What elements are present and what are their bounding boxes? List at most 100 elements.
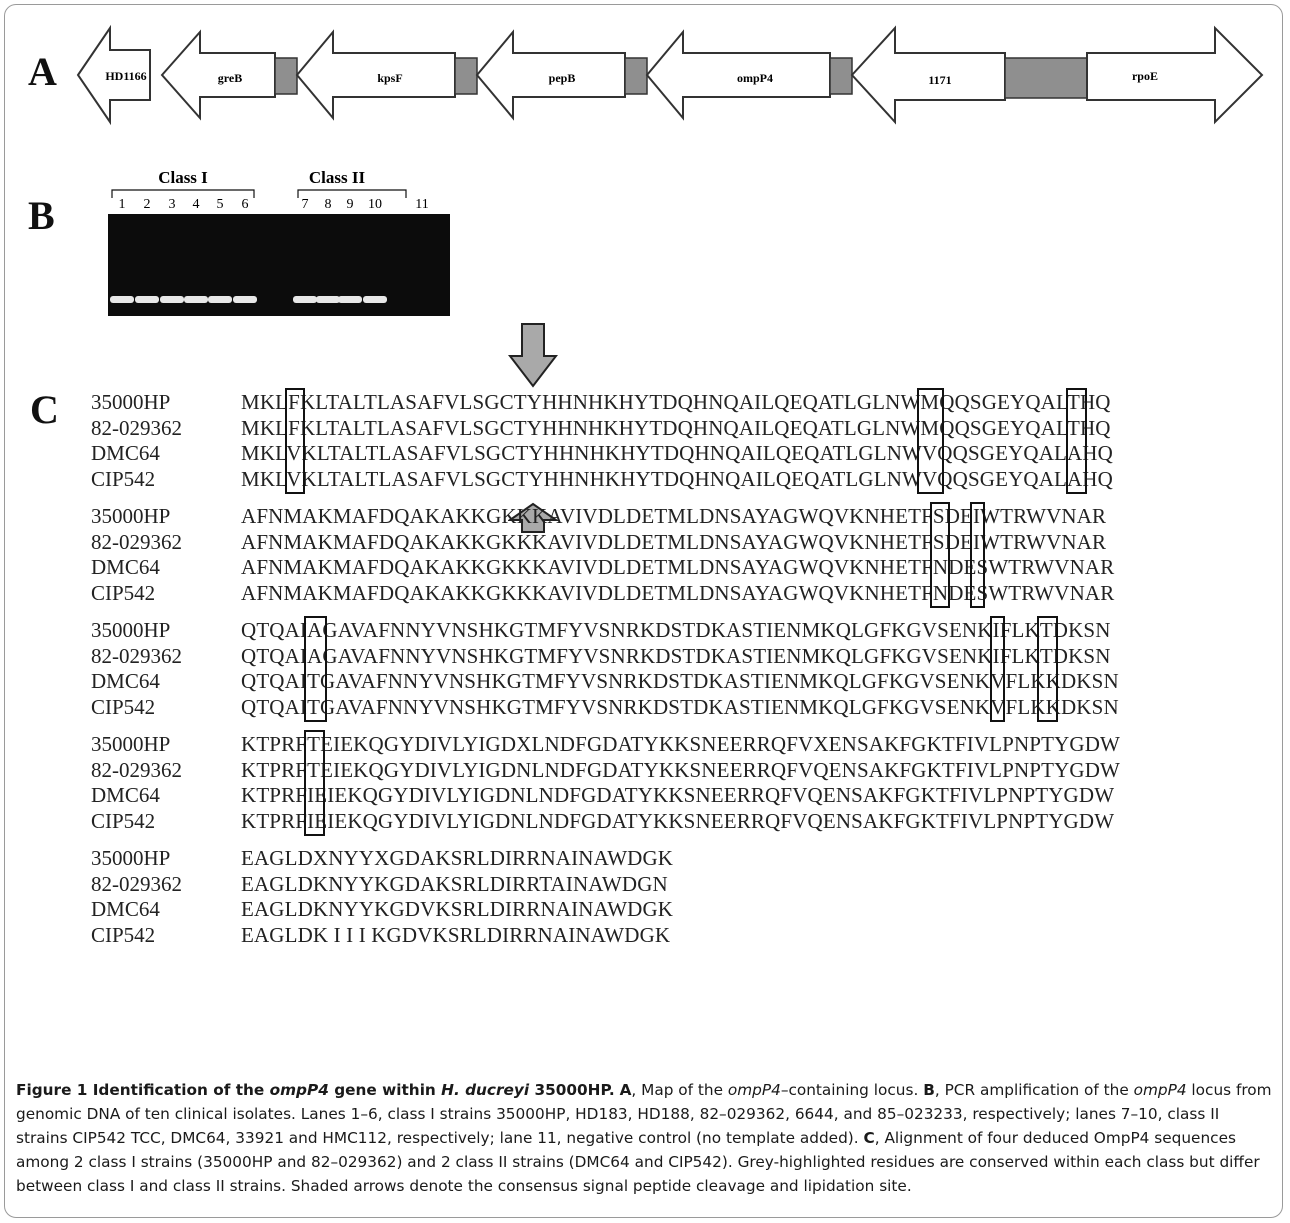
alignment-block: 35000HP MKLFKLTALTLASAFVLSGCTYHHNHKHYTDQH…: [91, 388, 1120, 494]
intergenic-region: [1004, 57, 1088, 99]
lane-number: 11: [415, 197, 428, 212]
lane-number: 10: [368, 197, 382, 212]
alignment-row: CIP542 MKLVKLTALTLASAFVLSGCTYHHNHKHYTDQHN…: [91, 467, 1120, 493]
gene-label-rpoe: rpoE: [1132, 69, 1158, 83]
strain-name: DMC64: [91, 669, 160, 694]
sequence: EAGLDKNYYKGDAKSRLDIRRTAINAWDGN: [241, 871, 668, 896]
sequence-alignment: 35000HP MKLFKLTALTLASAFVLSGCTYHHNHKHYTDQH…: [91, 388, 1120, 960]
sequence: EAGLDXNYYXGDAKSRLDIRRNAINAWDGK: [241, 846, 674, 871]
lane-number: 1: [119, 197, 126, 212]
strain-name: CIP542: [91, 466, 156, 491]
gel-band: [208, 296, 232, 303]
sequence: QTQAIAGAVAFNNYVNSHKGTMFYVSNRKDSTDKASTIEN…: [241, 618, 1111, 643]
sequence: QTQAITGAVAFNNYVNSHKGTMFYVSNRKDSTDKASTIEN…: [241, 694, 1119, 719]
caption-label-c: C: [863, 1129, 875, 1147]
strain-name: DMC64: [91, 441, 160, 466]
sequence: EAGLDK I I I KGDVKSRLDIRRNAINAWDGK: [241, 922, 671, 947]
alignment-block: 35000HP AFNMAKMAFDQAKAKKGKKKAVIVDLDETMLDN…: [91, 502, 1120, 608]
intergenic-box: [624, 57, 648, 95]
gel-band: [184, 296, 208, 303]
strain-name: CIP542: [91, 922, 156, 947]
alignment-row: 35000HP KTPRFTEIEKQGYDIVLYIGDXLNDFGDATYKK…: [91, 732, 1120, 758]
strain-name: 82-029362: [91, 529, 182, 554]
sequence: KTPRFTEIEKQGYDIVLYIGDXLNDFGDATYKKSNEERRQ…: [241, 732, 1120, 757]
gel-band: [338, 296, 362, 303]
lane-number: 6: [242, 197, 249, 212]
cleavage-arrow-up: [508, 502, 558, 533]
sequence: EAGLDKNYYKGDVKSRLDIRRNAINAWDGK: [241, 897, 674, 922]
strain-name: 82-029362: [91, 757, 182, 782]
gel-band: [363, 296, 387, 303]
strain-name: CIP542: [91, 580, 156, 605]
cleavage-arrow-down: [508, 323, 558, 388]
lane-number: 8: [325, 197, 332, 212]
gene-label-pepb: pepB: [549, 71, 576, 85]
caption-label-a: A: [619, 1081, 632, 1099]
gene-arrow-ompp4: ompP4: [645, 29, 831, 121]
alignment-row: CIP542 AFNMAKMAFDQAKAKKGKKKAVIVDLDETMLDNS…: [91, 581, 1120, 607]
caption-label-b: B: [923, 1081, 935, 1099]
gene-arrow-kpsf: kpsF: [295, 29, 456, 121]
strain-name: 35000HP: [91, 732, 171, 757]
sequence: AFNMAKMAFDQAKAKKGKKKAVIVDLDETMLDNSAYAGWQ…: [241, 504, 1107, 529]
panel-label-c: C: [30, 387, 59, 432]
sequence: KTPRFTEIEKQGYDIVLYIGDNLNDFGDATYKKSNEERRQ…: [241, 757, 1120, 782]
gene-label-greb: greB: [218, 71, 242, 85]
strain-name: CIP542: [91, 808, 156, 833]
intergenic-box: [829, 57, 853, 95]
lane-number: 5: [217, 197, 224, 212]
class-ii-bracket: [297, 189, 407, 198]
intergenic-box: [454, 57, 478, 95]
gene-label-1171: 1171: [928, 73, 951, 87]
gene-arrow-rpoe: rpoE: [1086, 25, 1264, 125]
lane-number: 2: [144, 197, 151, 212]
sequence: MKLVKLTALTLASAFVLSGCTYHHNHKHYTDQHNQAILQE…: [241, 441, 1113, 466]
alignment-row: 82-029362 KTPRFTEIEKQGYDIVLYIGDNLNDFGDATY…: [91, 758, 1120, 784]
intergenic-box: [274, 57, 298, 95]
alignment-row: CIP542 EAGLDK I I I KGDVKSRLDIRRNAINAWDGK: [91, 923, 1120, 949]
strain-name: 35000HP: [91, 504, 171, 529]
strain-name: DMC64: [91, 897, 160, 922]
sequence: QTQAITGAVAFNNYVNSHKGTMFYVSNRKDSTDKASTIEN…: [241, 669, 1119, 694]
sequence: MKLFKLTALTLASAFVLSGCTYHHNHKHYTDQHNQAILQE…: [241, 390, 1111, 415]
gene-arrow-1171: 1171: [850, 25, 1006, 125]
lane-number: 3: [169, 197, 176, 212]
gene-arrow-pepb: pepB: [475, 29, 626, 121]
gel-band: [135, 296, 159, 303]
alignment-row: DMC64 MKLVKLTALTLASAFVLSGCTYHHNHKHYTDQHNQ…: [91, 441, 1120, 467]
class-ii-label: Class II: [309, 168, 366, 187]
gel-band: [160, 296, 184, 303]
alignment-row: 35000HP EAGLDXNYYXGDAKSRLDIRRNAINAWDGK: [91, 846, 1120, 872]
gene-arrow-greb: greB: [160, 29, 276, 121]
gel-band: [233, 296, 257, 303]
gene-label-hd1166: HD1166: [105, 69, 146, 83]
class-i-bracket: [111, 189, 255, 198]
alignment-block: 35000HP KTPRFTEIEKQGYDIVLYIGDXLNDFGDATYKK…: [91, 730, 1120, 836]
strain-name: 35000HP: [91, 846, 171, 871]
alignment-row: 35000HP MKLFKLTALTLASAFVLSGCTYHHNHKHYTDQH…: [91, 390, 1120, 416]
strain-name: DMC64: [91, 555, 160, 580]
strain-name: 35000HP: [91, 390, 171, 415]
sequence: AFNMAKMAFDQAKAKKGKKKAVIVDLDETMLDNSAYAGWQ…: [241, 580, 1115, 605]
lane-number: 4: [193, 197, 200, 212]
sequence: MKLVKLTALTLASAFVLSGCTYHHNHKHYTDQHNQAILQE…: [241, 466, 1113, 491]
gene-label-kpsf: kpsF: [377, 71, 402, 85]
gene-label-ompp4: ompP4: [737, 71, 773, 85]
gel-band: [110, 296, 134, 303]
strain-name: 82-029362: [91, 415, 182, 440]
sequence: KTPRFIEIEKQGYDIVLYIGDNLNDFGDATYKKSNEERRQ…: [241, 783, 1115, 808]
gene-map: HD1166 greB kpsF pepB ompP4 1171 rpoE: [76, 24, 1264, 126]
alignment-row: 35000HP AFNMAKMAFDQAKAKKGKKKAVIVDLDETMLDN…: [91, 504, 1120, 530]
gel-band: [316, 296, 340, 303]
